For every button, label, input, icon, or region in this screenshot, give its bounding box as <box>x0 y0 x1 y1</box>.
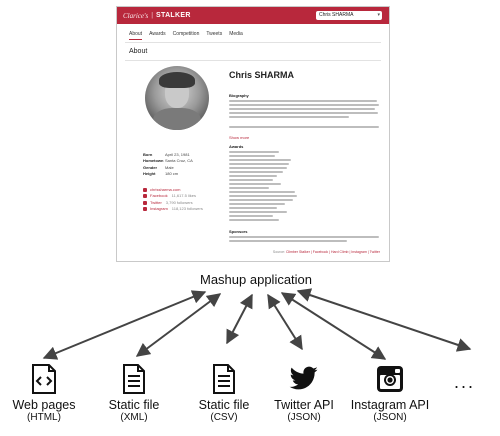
more-sources-ellipsis: ... <box>454 372 476 392</box>
tab-awards[interactable]: Awards <box>149 31 166 37</box>
awards-heading: Awards <box>229 144 244 149</box>
source-instagram-api: Instagram API (JSON) <box>348 362 432 424</box>
tab-bar: About Awards Competition Tweets Media <box>129 31 243 40</box>
app-header-bar: Clarice's | STALKER Chris SHARMA ▾ <box>117 7 389 24</box>
tab-competition[interactable]: Competition <box>172 31 200 37</box>
instagram-icon <box>348 362 432 396</box>
show-more-link[interactable]: Show more <box>229 135 250 140</box>
link-icon <box>143 187 147 192</box>
arrow-more-sources <box>296 288 472 352</box>
biography-heading: Biography <box>229 93 249 98</box>
diagram-title: Mashup application <box>200 272 313 287</box>
brand-name: STALKER <box>156 12 191 19</box>
twitter-bird-icon <box>264 362 344 396</box>
biography-text <box>229 126 379 128</box>
award-item <box>229 211 287 213</box>
arrow-static-xml <box>135 293 222 357</box>
sponsors-text <box>229 240 347 242</box>
social-link-website[interactable]: chrissharma.com <box>143 187 203 193</box>
biography-text <box>229 112 378 114</box>
artist-select-value: Chris SHARMA <box>319 12 354 18</box>
award-item <box>229 199 293 201</box>
biography-text <box>229 116 349 118</box>
tab-tweets[interactable]: Tweets <box>206 31 223 37</box>
app-screenshot: Clarice's | STALKER Chris SHARMA ▾ About… <box>116 6 390 262</box>
source-static-csv: Static file (CSV) <box>184 362 264 424</box>
award-item <box>229 171 283 173</box>
sponsors-heading: Sponsors <box>229 229 248 234</box>
award-item <box>229 151 279 153</box>
biography-text <box>229 100 377 102</box>
award-item <box>229 159 291 161</box>
award-item <box>229 183 281 185</box>
arrow-static-csv <box>226 293 253 345</box>
award-item <box>229 207 277 209</box>
source-twitter-api: Twitter API (JSON) <box>264 362 344 424</box>
brand-separator: | <box>151 12 154 19</box>
award-item <box>229 215 273 217</box>
award-item <box>229 155 275 157</box>
facebook-icon <box>143 194 147 199</box>
divider <box>125 60 381 61</box>
tab-media[interactable]: Media <box>229 31 243 37</box>
sponsors-text <box>229 236 379 238</box>
tab-about[interactable]: About <box>129 31 143 40</box>
award-item <box>229 187 269 189</box>
sources-line: Source: Climber Stalker | Facebook | Har… <box>272 250 380 254</box>
arrow-web-pages <box>42 290 207 360</box>
divider <box>125 42 381 43</box>
document-icon <box>184 362 264 396</box>
award-item <box>229 179 273 181</box>
award-item <box>229 191 295 193</box>
source-web-pages: Web pages (HTML) <box>4 362 84 424</box>
award-item <box>229 163 289 165</box>
source-static-xml: Static file (XML) <box>94 362 174 424</box>
biography-text <box>229 108 375 110</box>
section-title: About <box>129 48 148 55</box>
artist-photo <box>145 66 209 130</box>
document-icon <box>94 362 174 396</box>
instagram-icon <box>143 207 147 212</box>
html-icon <box>4 362 84 396</box>
award-item <box>229 175 277 177</box>
award-item <box>229 167 287 169</box>
award-item <box>229 219 279 221</box>
artist-name: Chris SHARMA <box>229 70 295 80</box>
app-logo[interactable]: Clarice's | STALKER <box>123 12 191 20</box>
chevron-down-icon: ▾ <box>377 12 380 18</box>
biography-text <box>229 104 379 106</box>
award-item <box>229 195 297 197</box>
artist-select[interactable]: Chris SHARMA ▾ <box>316 11 382 20</box>
award-item <box>229 203 285 205</box>
brand-script: Clarice's <box>123 11 149 20</box>
twitter-icon <box>143 200 147 205</box>
